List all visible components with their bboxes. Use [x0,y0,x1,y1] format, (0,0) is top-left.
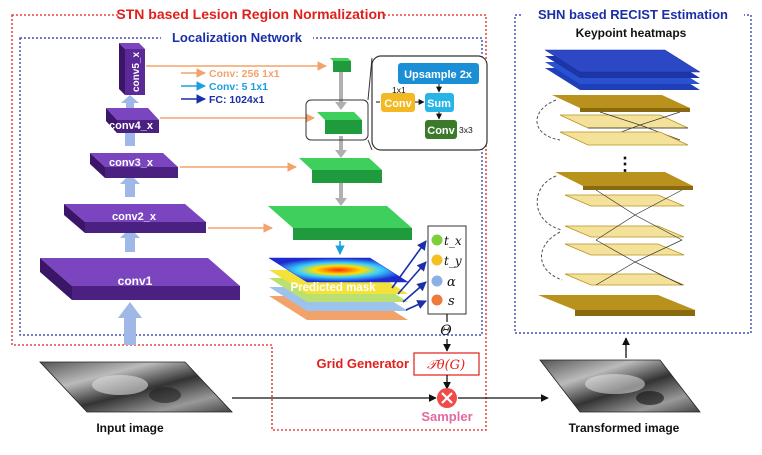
sum-box [425,93,454,112]
stn-title-bg [120,4,382,24]
conv2-block: conv2_x [64,204,206,233]
legend: Conv: 256 1x1 Conv: 5 1x1 FC: 1024x1 [181,68,280,106]
shn-title-bg [522,6,744,24]
input-label: Input image [96,421,164,435]
legend-fc: FC: 1024x1 [209,94,265,106]
conv3-label: conv3_x [109,157,154,169]
param-alpha: α [447,275,456,290]
keypoint-heatmaps-label: Keypoint heatmaps [576,26,687,40]
stn-border [11,14,487,431]
legend-conv256: Conv: 256 1x1 [209,68,280,80]
fc-arrows [391,240,427,311]
inset-conv3-box [425,120,457,139]
output-label: Transformed image [569,421,680,435]
param-alpha-dot [431,275,443,287]
k3-label: 3x3 [459,125,473,135]
grid-formula: 𝒯θ(G) [427,358,465,373]
localization-title-bg [161,29,313,47]
conv5-block: conv5_x [119,43,145,95]
fpn-p4 [317,112,362,134]
heatmap-stack [544,49,701,90]
input-image [39,361,233,413]
predicted-mask-stack: Predicted mask [268,257,409,320]
params-box: t_x t_y α s [427,225,467,315]
hourglass-top [536,95,690,146]
sampler-icon [437,388,457,408]
fpn-p5 [330,58,351,72]
inset-connector-top [367,57,373,101]
param-s-dot [431,294,443,306]
conv5-label: conv5_x [131,52,142,92]
sum-label: Sum [427,98,451,110]
inset-connector-bottom [367,139,373,151]
conv4-block: conv4_x [106,108,159,133]
param-ty: t_y [444,254,462,268]
localization-title: Localization Network [172,30,303,45]
inset-conv-label: Conv [384,98,412,110]
fpn-p3 [299,158,382,183]
conv2-label: conv2_x [112,211,157,223]
inset-conv3-label: Conv [427,125,455,137]
hourglass-bottom [536,172,695,316]
transformed-image [539,359,701,413]
stack-ellipsis: ⋮ [616,154,634,174]
conv1-block: conv1 [40,258,240,300]
localization-border [19,37,483,336]
lateral-connections [146,61,327,233]
upsample-box [398,63,479,84]
conv1-label: conv1 [118,274,153,288]
conv4-label: conv4_x [109,120,154,132]
inset-focus [305,99,369,141]
fpn-p2 [268,206,412,240]
param-ty-dot [431,254,443,266]
param-s: s [448,294,455,309]
stn-title: STN based Lesion Region Normalization [116,6,385,22]
sampler-label: Sampler [421,409,472,424]
param-tx-dot [431,234,443,246]
param-tx: t_x [444,234,462,248]
predicted-mask-label: Predicted mask [290,282,376,294]
upsample-label: Upsample 2x [404,69,473,81]
shn-title: SHN based RECIST Estimation [538,7,728,22]
grid-generator-label: Grid Generator [317,356,409,371]
legend-conv5: Conv: 5 1x1 [209,81,268,93]
topdown-arrows [335,72,347,206]
theta-label: Θ [440,323,452,339]
inset-detail: Upsample 2x 1x1 Conv Sum Conv 3x3 [371,55,488,151]
inset-conv-box [381,93,415,112]
k1-label: 1x1 [392,85,406,95]
conv3-block: conv3_x [90,153,178,178]
